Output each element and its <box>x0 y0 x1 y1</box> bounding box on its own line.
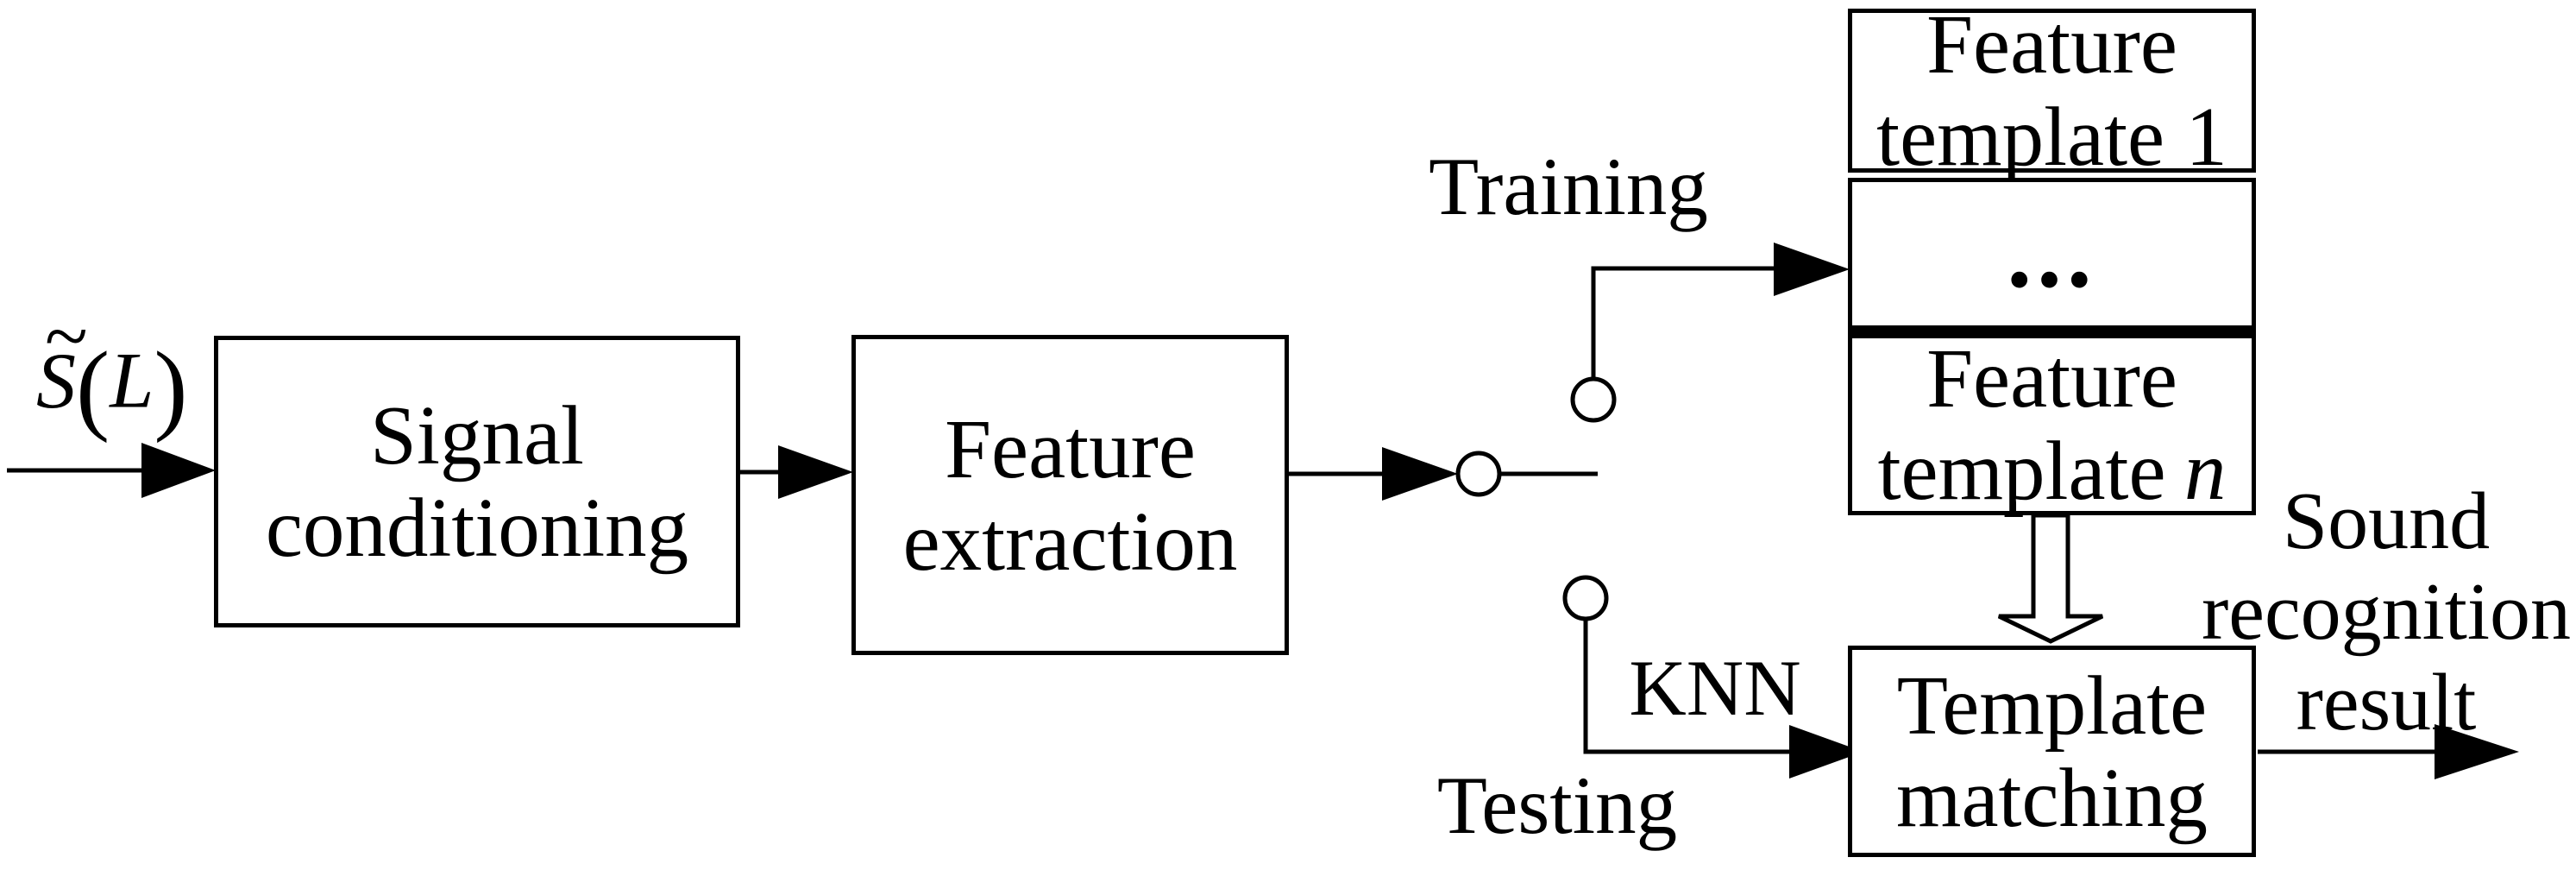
feature-extraction-box: Feature extraction <box>851 335 1289 655</box>
box-label-line: Feature <box>1926 0 2177 91</box>
output-label-line: Sound <box>2282 476 2491 566</box>
box-label-line: Feature <box>945 402 1196 495</box>
templates-to-matching-hollow-arrow-icon <box>1997 513 2104 644</box>
output-label-line: recognition <box>2201 567 2572 657</box>
tilde-mark: ~ <box>45 291 88 380</box>
box-label-line: extraction <box>902 495 1238 588</box>
box-label-line: matching <box>1896 751 2208 844</box>
switch-testing-contact-circle <box>1562 575 1609 621</box>
switch-training-contact-circle <box>1570 376 1617 423</box>
training-branch-line <box>1591 266 1777 378</box>
training-label: Training <box>1429 141 1708 232</box>
box-label-line: conditioning <box>265 482 689 574</box>
ellipsis-label: ... <box>2007 199 2097 308</box>
knn-label: KNN <box>1629 644 1801 732</box>
template-matching-box: Template matching <box>1848 646 2256 857</box>
math-var-n: n <box>2183 425 2227 517</box>
s-tilde-symbol: ~S <box>36 291 88 425</box>
feature-template-ellipsis-box: ... <box>1848 178 2256 330</box>
signal-conditioning-box: Signal conditioning <box>214 336 740 627</box>
box-label-line: template 1 <box>1876 91 2227 183</box>
fe-to-switch-arrowhead-icon <box>1382 447 1458 501</box>
training-arrowhead-icon <box>1774 243 1850 296</box>
box-label-line: Feature <box>1926 332 2177 425</box>
sound-recognition-result-label: Sound recognition result <box>2196 476 2576 748</box>
output-label-line: result <box>2296 658 2477 747</box>
feature-template-1-box: Feature template 1 <box>1848 0 2256 183</box>
box-label-line: Template <box>1896 659 2208 752</box>
sc-to-fe-arrowhead-icon <box>778 445 853 499</box>
testing-arrowhead-icon <box>1789 725 1863 779</box>
output-arrowhead-icon <box>2435 724 2519 779</box>
input-arrowhead-icon <box>141 443 216 498</box>
input-signal-label: ~S(L) <box>36 291 188 444</box>
box-label-line: Signal <box>370 389 584 482</box>
testing-branch-line <box>1583 620 1794 754</box>
testing-label: Testing <box>1436 760 1678 851</box>
switch-pole-circle <box>1455 451 1502 497</box>
